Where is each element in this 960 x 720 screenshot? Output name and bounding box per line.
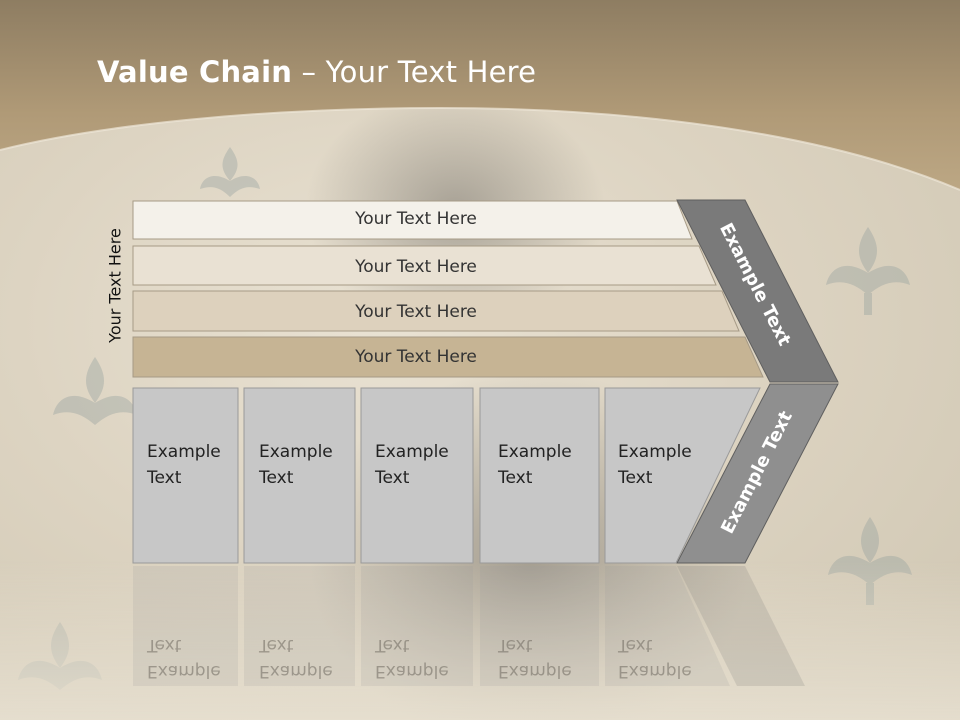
box-label-4-reflection: Example Text [498, 635, 572, 681]
box-label-1-reflection: Example Text [147, 635, 221, 681]
slide-title: Value Chain – Your Text Here [97, 55, 536, 89]
arrow-upper-segment [676, 199, 839, 383]
row-bar-4 [132, 336, 764, 378]
row-label-1: Your Text Here [355, 209, 477, 229]
box-label-4: Example Text [498, 442, 572, 488]
box-label-3-reflection: Example Text [375, 635, 449, 681]
box-label-2: Example Text [259, 442, 333, 488]
row-bar-2 [132, 245, 717, 286]
row-bar-3 [132, 290, 740, 332]
box-label-5-reflection: Example Text [618, 635, 692, 681]
row-label-4: Your Text Here [355, 347, 477, 367]
box-4 [479, 387, 600, 564]
arrow-lower-segment [676, 383, 839, 564]
box-label-3: Example Text [375, 442, 449, 488]
reflection [133, 566, 805, 686]
box-1 [132, 387, 239, 564]
box-label-1: Example Text [147, 442, 221, 488]
box-3 [360, 387, 474, 564]
row-label-2: Your Text Here [355, 257, 477, 277]
row-bar-1 [132, 200, 693, 240]
box-2 [243, 387, 356, 564]
title-rest: – Your Text Here [292, 55, 537, 89]
title-bold: Value Chain [97, 55, 293, 89]
box-label-2-reflection: Example Text [259, 635, 333, 681]
row-label-3: Your Text Here [355, 302, 477, 322]
box-5 [604, 387, 761, 564]
box-label-5: Example Text [618, 442, 692, 488]
